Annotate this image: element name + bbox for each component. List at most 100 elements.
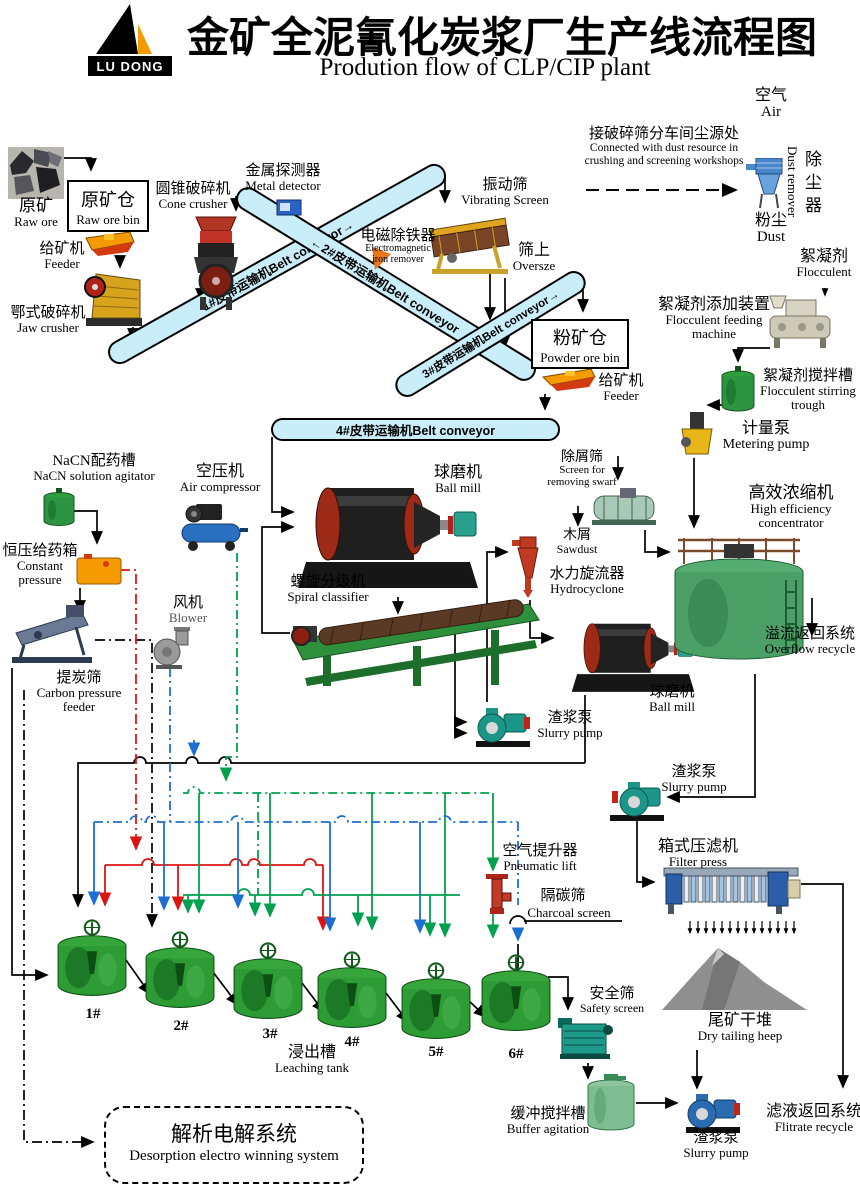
- page-subtitle: Prodution flow of CLP/CIP plant: [319, 54, 651, 81]
- label-sawdust: 木屑 Sawdust: [552, 528, 602, 556]
- powder-ore-bin-box: 粉矿仓 Powder ore bin: [531, 319, 629, 369]
- dust-remover-icon: [746, 158, 783, 209]
- raw-ore-bin-en: Raw ore bin: [76, 212, 140, 227]
- label-oversize: 筛上 Oversze: [506, 242, 562, 273]
- desorption-system-box: 解析电解系统 Desorption electro winning system: [104, 1106, 364, 1184]
- flitrate-recycle-zh: 滤液返回系统: [765, 1103, 860, 1120]
- cone-crusher-icon: [194, 216, 238, 310]
- label-leaching-tank: 浸出槽 Leaching tank: [272, 1044, 352, 1075]
- dust-source-zh: 接破碎筛分车间尘源处: [588, 126, 739, 142]
- tank-number-4: 4#: [344, 1034, 360, 1050]
- ball-mill-1-en: Ball mill: [435, 480, 481, 496]
- tank-number-2: 2#: [173, 1018, 189, 1034]
- air-compressor-icon: [181, 504, 248, 551]
- label-slurry-pump-2: 渣浆泵 Slurry pump: [658, 764, 730, 794]
- label-air: 空气 Air: [748, 87, 794, 120]
- pneumatic-lift-icon: [486, 874, 512, 914]
- nacn-tank-icon: [43, 488, 75, 526]
- carbon-feeder-en: Carbon pressure feeder: [36, 685, 122, 715]
- tank-number-6: 6#: [508, 1046, 524, 1062]
- slurry-pump-2-icon: [610, 782, 664, 821]
- label-dry-heap: 尾矿干堆 Dry tailing heep: [690, 1012, 790, 1043]
- oversize-en: Oversze: [512, 258, 556, 274]
- desorption-zh: 解析电解系统: [171, 1122, 297, 1146]
- dust-en: Dust: [756, 229, 786, 246]
- buffer-agitation-zh: 缓冲搅拌槽: [510, 1106, 586, 1122]
- flocculent-zh: 絮凝剂: [799, 248, 848, 265]
- metering-pump-en: Metering pump: [722, 437, 810, 453]
- spiral-classifier-zh: 螺旋分级机: [290, 574, 366, 590]
- label-nacn: NaCN配药槽 NaCN solution agitator: [30, 453, 158, 483]
- label-buffer-agitation: 缓冲搅拌槽 Buffer agitation: [500, 1106, 596, 1136]
- cone-crusher-en: Cone crusher: [158, 196, 228, 212]
- label-dust-source: 接破碎筛分车间尘源处 Connected with dust resource …: [580, 126, 748, 167]
- label-jaw-crusher: 鄂式破碎机 Jaw crusher: [8, 305, 88, 335]
- label-dust-remover-en: Dust remover: [785, 146, 800, 218]
- blower-en: Blower: [168, 610, 208, 626]
- label-ball-mill-2: 球磨机 Ball mill: [640, 684, 704, 714]
- swarf-screen-zh: 除屑筛: [561, 450, 603, 465]
- label-hydrocyclone: 水力旋流器 Hydrocyclone: [542, 566, 632, 596]
- leaching-tank-1-icon: [57, 919, 127, 996]
- concentrator-zh: 高效浓缩机: [748, 483, 834, 502]
- jaw-crusher-zh: 鄂式破碎机: [10, 305, 86, 321]
- leaching-tank-2-icon: [145, 931, 215, 1008]
- metal-detector-zh: 金属探测器: [245, 163, 321, 179]
- label-concentrator: 高效浓缩机 High efficiency concentrator: [736, 483, 846, 530]
- carbon-feeder-icon: [12, 605, 92, 663]
- dust-source-en2: crushing and screening workshops: [584, 154, 744, 167]
- leaching-tank-en: Leaching tank: [275, 1060, 349, 1076]
- pneumatic-lift-zh: 空气提升器: [502, 843, 578, 859]
- raw-ore-bin-box: 原矿仓 Raw ore bin: [67, 180, 149, 232]
- blower-zh: 风机: [172, 595, 203, 611]
- feeder2-en: Feeder: [603, 388, 639, 404]
- powder-ore-bin-zh: 粉矿仓: [553, 328, 607, 348]
- em-remover-en: Electromagnetic iron remover: [365, 243, 431, 265]
- constant-pressure-en: Constant pressure: [16, 558, 64, 588]
- vibrating-screen-zh: 振动筛: [482, 177, 528, 193]
- label-dust: 粉尘 Dust: [746, 212, 796, 245]
- desorption-en: Desorption electro winning system: [129, 1148, 339, 1164]
- slurry-pump-3-icon: [686, 1094, 740, 1133]
- spiral-classifier-en: Spiral classifier: [287, 589, 369, 605]
- vibrating-screen-en: Vibrating Screen: [461, 192, 549, 208]
- filter-press-icon: [663, 867, 801, 914]
- leaching-tank-5-icon: [401, 962, 471, 1039]
- air-compressor-zh: 空压机: [195, 463, 244, 480]
- concentrator-icon: [674, 538, 804, 660]
- ball-mill-1-zh: 球磨机: [433, 464, 482, 481]
- safety-screen-zh: 安全筛: [589, 986, 635, 1002]
- overflow-recycle-zh: 溢流返回系统: [764, 626, 855, 642]
- label-carbon-feeder: 提炭筛 Carbon pressure feeder: [24, 670, 134, 714]
- raw-ore-bin-zh: 原矿仓: [81, 190, 135, 210]
- flitrate-recycle-en: Flitrate recycle: [774, 1119, 854, 1135]
- ball-mill-2-zh: 球磨机: [649, 684, 695, 700]
- logo-text: LU DONG: [88, 56, 172, 76]
- air-zh: 空气: [754, 87, 787, 104]
- raw-ore-en: Raw ore: [14, 214, 58, 230]
- dust-zh: 粉尘: [754, 212, 787, 229]
- slurry-pump-3-en: Slurry pump: [683, 1145, 749, 1161]
- label-blower: 风机 Blower: [158, 595, 218, 625]
- label-slurry-pump-1: 渣浆泵 Slurry pump: [534, 710, 606, 740]
- floc-feeding-machine-icon: [769, 295, 831, 348]
- dry-heap-en: Dry tailing heep: [697, 1028, 783, 1044]
- metering-pump-icon: [681, 412, 713, 455]
- swarf-screen-icon: [592, 488, 656, 525]
- label-vibrating-screen: 振动筛 Vibrating Screen: [455, 177, 555, 207]
- floc-trough-en: Flocculent stirring trough: [760, 383, 856, 413]
- page-title: 金矿全泥氰化炭浆厂生产线流程图: [186, 14, 817, 61]
- jaw-crusher-icon: [84, 273, 142, 326]
- leaching-tank-3-icon: [233, 942, 303, 1019]
- label-feeder2: 给矿机 Feeder: [594, 373, 648, 403]
- overflow-recycle-en: Overflow recycle: [764, 641, 856, 657]
- dry-tailing-heap-icon: [662, 948, 807, 1010]
- safety-screen-en: Safety screen: [579, 1001, 645, 1016]
- slurry-pump-2-en: Slurry pump: [661, 779, 727, 795]
- em-remover-icon: [372, 247, 391, 270]
- label-ball-mill-1: 球磨机 Ball mill: [426, 464, 490, 495]
- label-slurry-pump-3: 渣浆泵 Slurry pump: [678, 1130, 754, 1160]
- raw-ore-zh: 原矿: [19, 196, 53, 215]
- powder-ore-bin-en: Powder ore bin: [540, 350, 620, 365]
